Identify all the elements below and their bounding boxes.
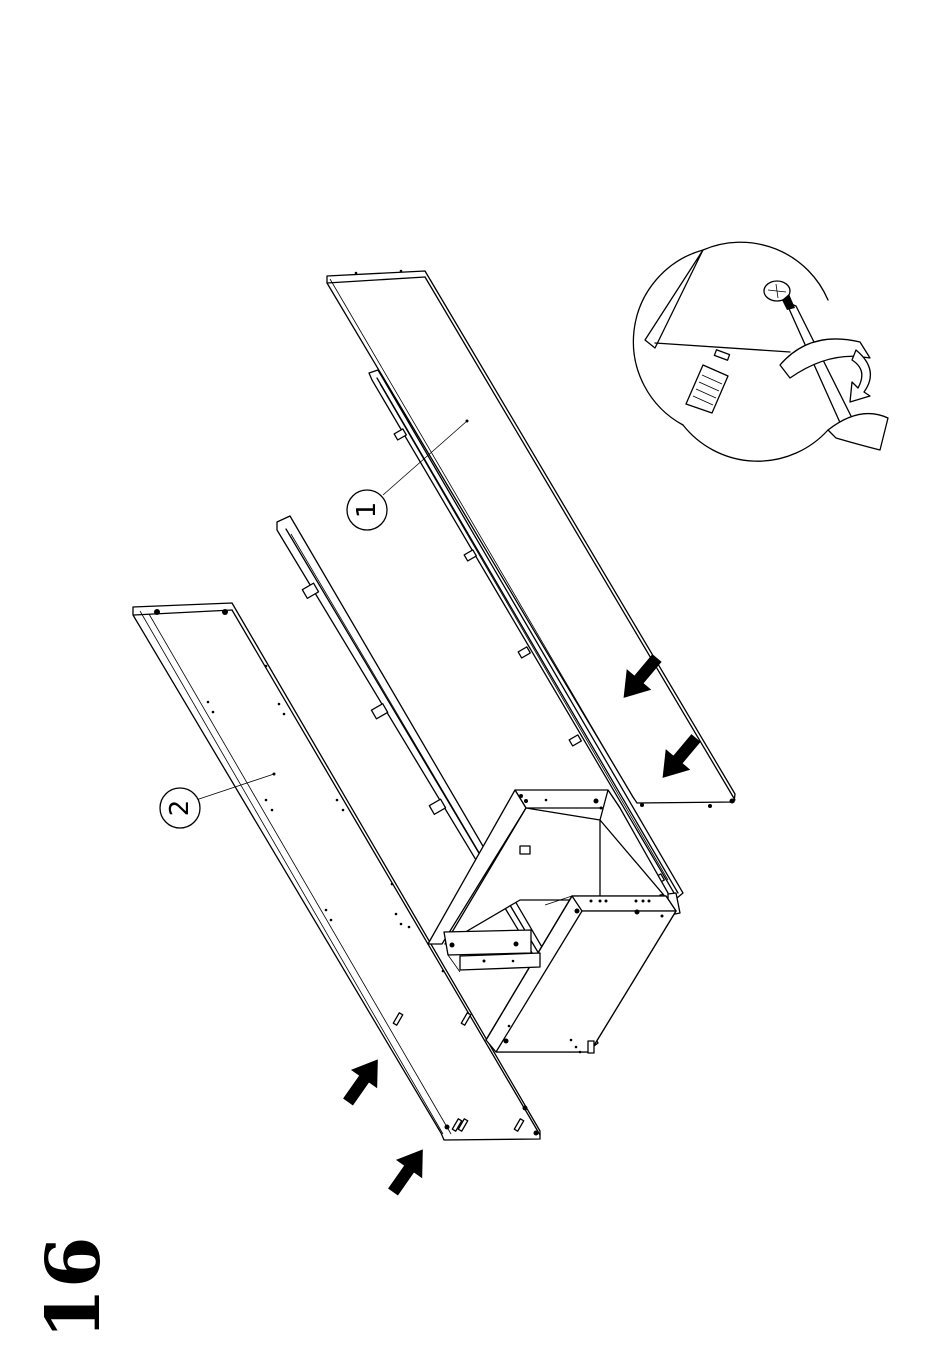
step-number: 16 [31, 1237, 117, 1340]
push-arrow-icon [380, 1140, 436, 1201]
callout-1-label: 1 [352, 502, 382, 519]
panel-1 [327, 270, 735, 808]
screwdriver-detail [633, 242, 888, 461]
push-arrow-icon [335, 1050, 391, 1111]
callout-2-label: 2 [165, 800, 195, 817]
screw-icon [686, 350, 730, 413]
